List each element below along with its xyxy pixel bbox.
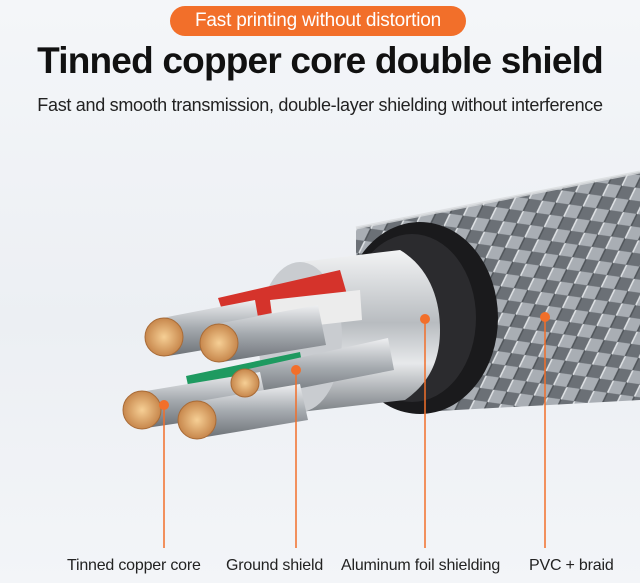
callout-markers — [159, 312, 550, 548]
feature-badge: Fast printing without distortion — [170, 6, 466, 36]
marker-dot-core — [159, 400, 169, 410]
strand-bundles — [140, 300, 394, 438]
label-aluminum-foil-shielding: Aluminum foil shielding — [341, 557, 501, 574]
marker-dot-braid — [540, 312, 550, 322]
page-subtitle: Fast and smooth transmission, double-lay… — [37, 95, 603, 115]
label-ground-shield: Ground shield — [226, 557, 324, 574]
label-tinned-copper-core: Tinned copper core — [67, 557, 201, 574]
page-title: Tinned copper core double shield — [37, 40, 604, 81]
marker-dot-ground — [291, 365, 301, 375]
copper-core-ends — [122, 317, 260, 440]
marker-dot-foil — [420, 314, 430, 324]
label-pvc-braid: PVC + braid — [529, 557, 614, 574]
